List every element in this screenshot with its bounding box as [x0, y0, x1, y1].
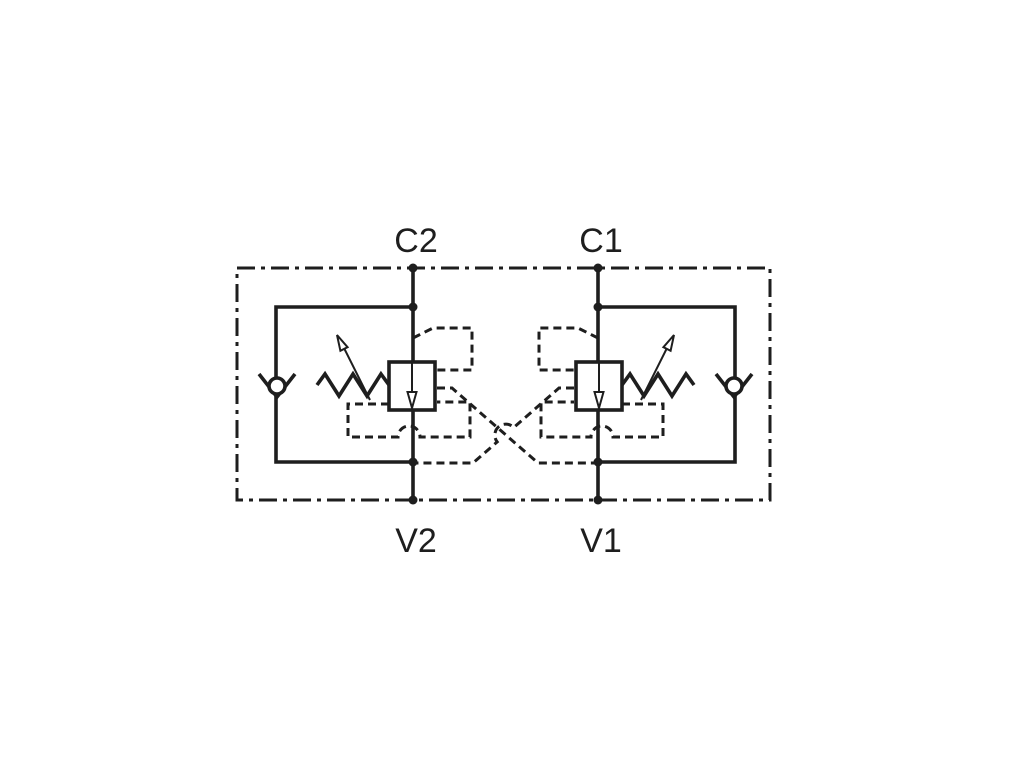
right-pilot-lines	[413, 326, 665, 465]
check-valve-icon	[257, 372, 297, 400]
junction-dots	[408, 263, 603, 505]
counterbalance-valve-left	[315, 334, 437, 412]
adjustable-spring-icon	[620, 334, 696, 401]
flow-arrow-icon	[593, 363, 605, 412]
port-label-v2: V2	[395, 522, 437, 560]
port-label-c1: C1	[579, 222, 622, 260]
adjustable-spring-icon	[315, 334, 391, 401]
counterbalance-valve-right	[574, 334, 696, 412]
flow-arrow-icon	[406, 363, 418, 412]
left-pilot-lines	[346, 326, 598, 465]
valve-body-boundary	[235, 266, 772, 502]
port-label-c2: C2	[394, 222, 437, 260]
port-label-v1: V1	[580, 522, 622, 560]
check-valve-icon	[714, 372, 754, 400]
